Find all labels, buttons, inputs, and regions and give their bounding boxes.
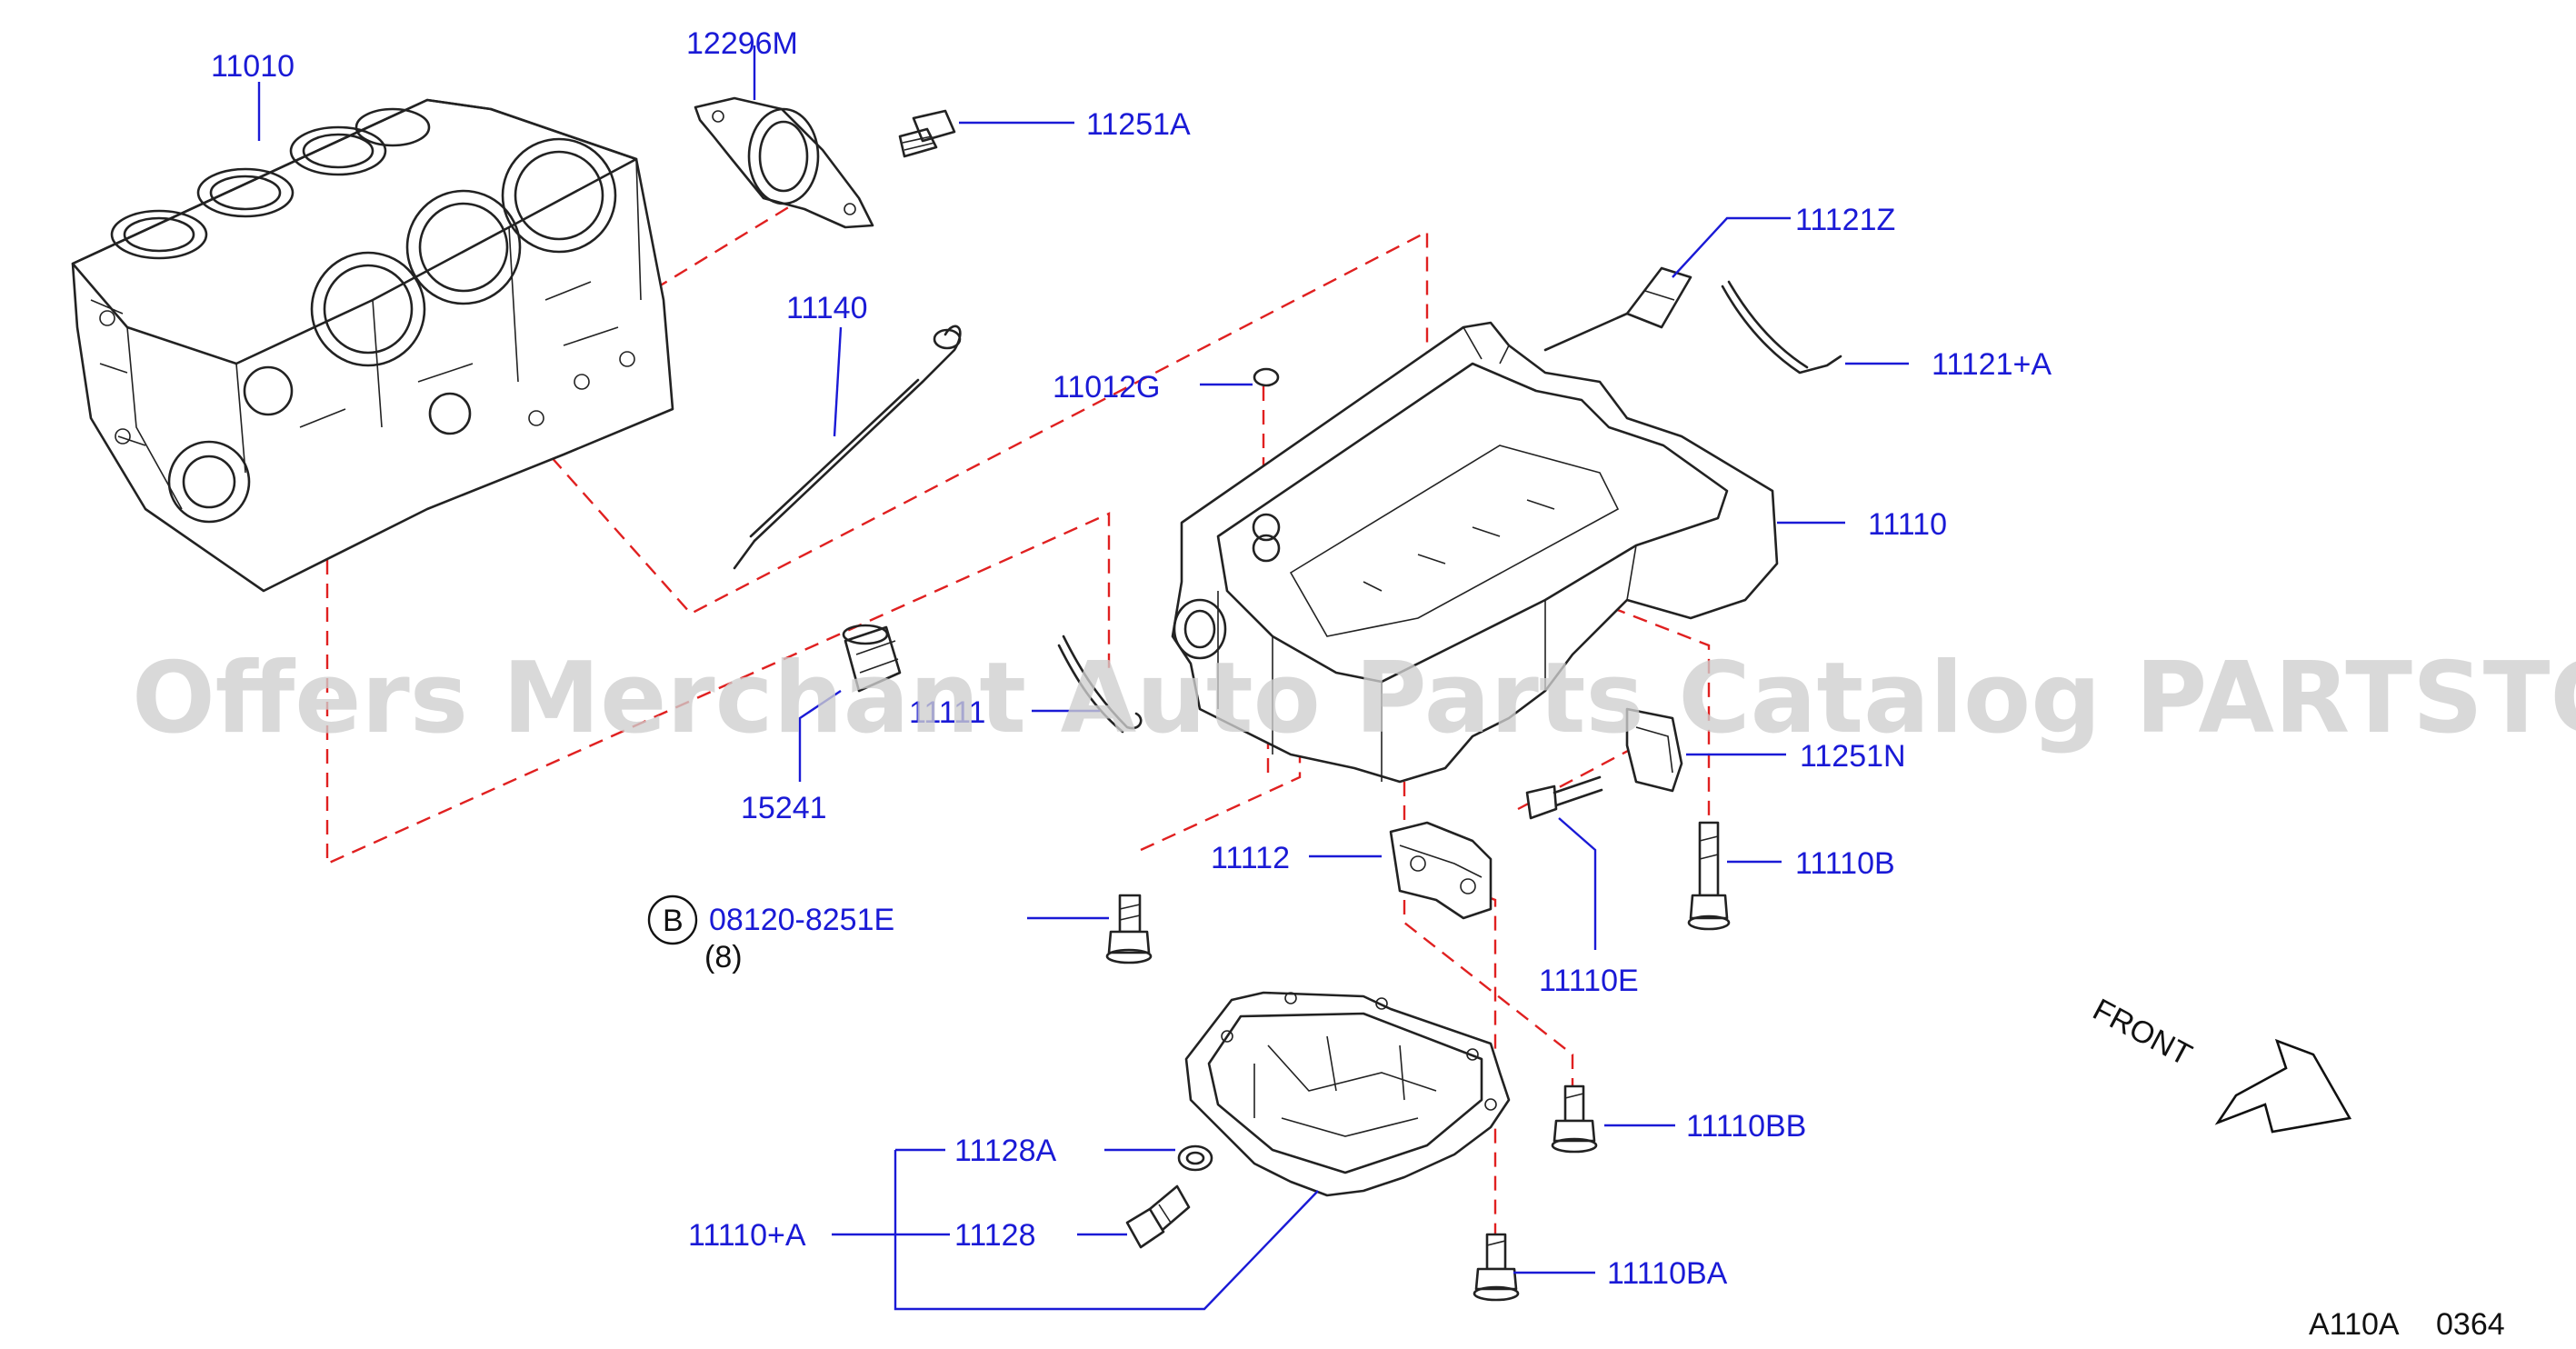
baffle-11121z-drawing: [1543, 266, 1692, 352]
seal-11012g-drawing: [1253, 367, 1280, 387]
label-11121a[interactable]: 11121+A: [1932, 347, 2052, 382]
label-11140[interactable]: 11140: [786, 291, 868, 325]
label-08120-group[interactable]: B 08120-8251E (8): [647, 894, 894, 974]
label-11110a[interactable]: 11110+A: [688, 1218, 806, 1253]
front-arrow: [2214, 1038, 2352, 1134]
label-11110b[interactable]: 11110B: [1795, 846, 1895, 881]
badge-letter: B: [663, 904, 684, 938]
drain-plug-11128-drawing: [1125, 1184, 1191, 1249]
label-11110bb[interactable]: 11110BB: [1686, 1109, 1806, 1144]
label-11128a[interactable]: 11128A: [954, 1134, 1056, 1168]
oil-filter-drawing: [842, 624, 902, 693]
bolt-11110b-drawing: [1687, 821, 1731, 931]
label-11121z[interactable]: 11121Z: [1795, 203, 1895, 237]
label-11251n[interactable]: 11251N: [1800, 739, 1906, 774]
diagram-number: 0364: [2436, 1307, 2505, 1342]
baffle-11121a-drawing: [1721, 280, 1842, 375]
label-11251a[interactable]: 11251A: [1086, 107, 1191, 142]
diagram-code: A110A: [2309, 1307, 2400, 1342]
bolt-11251a-drawing: [898, 109, 956, 158]
part-labels: 11010 12296M 11251A 11121Z 11121+A 11140…: [211, 26, 2052, 1291]
badge-circle: [647, 894, 698, 945]
label-11010[interactable]: 11010: [211, 49, 295, 84]
label-08120-quantity: (8): [704, 940, 743, 974]
label-11012g[interactable]: 11012G: [1053, 370, 1160, 405]
label-11128[interactable]: 11128: [954, 1218, 1036, 1253]
front-label: FRONT: [2087, 993, 2197, 1074]
oil-pan-lower-drawing: [1184, 991, 1511, 1197]
bolt-11110e-drawing: [1525, 775, 1603, 820]
bolt-11110ba-drawing: [1473, 1233, 1520, 1302]
rear-oil-seal-retainer-drawing: [694, 96, 874, 229]
cylinder-block-drawing: [71, 98, 674, 593]
label-15241[interactable]: 15241: [741, 791, 827, 825]
label-11110[interactable]: 11110: [1868, 507, 1947, 542]
dipstick-drawing: [733, 325, 962, 570]
label-11110ba[interactable]: 11110BA: [1607, 1256, 1728, 1291]
watermark-text: Offers Merchant Auto Parts Catalog PARTS…: [132, 642, 2576, 755]
label-12296m[interactable]: 12296M: [686, 26, 798, 61]
label-11111[interactable]: 11111: [909, 695, 985, 730]
bracket-11112-drawing: [1389, 821, 1493, 920]
gasket-11111-drawing: [1057, 635, 1143, 734]
label-08120-8251e[interactable]: 08120-8251E: [709, 903, 894, 937]
leader-lines: [257, 45, 1909, 1311]
label-11112[interactable]: 11112: [1211, 841, 1290, 875]
label-11110e[interactable]: 11110E: [1539, 964, 1639, 998]
oil-pan-upper-drawing: [1171, 321, 1779, 784]
washer-11128a-drawing: [1177, 1144, 1213, 1172]
bolt-11110bb-drawing: [1551, 1084, 1598, 1154]
bracket-11251n-drawing: [1625, 707, 1683, 793]
bolt-08120-drawing: [1105, 894, 1153, 964]
